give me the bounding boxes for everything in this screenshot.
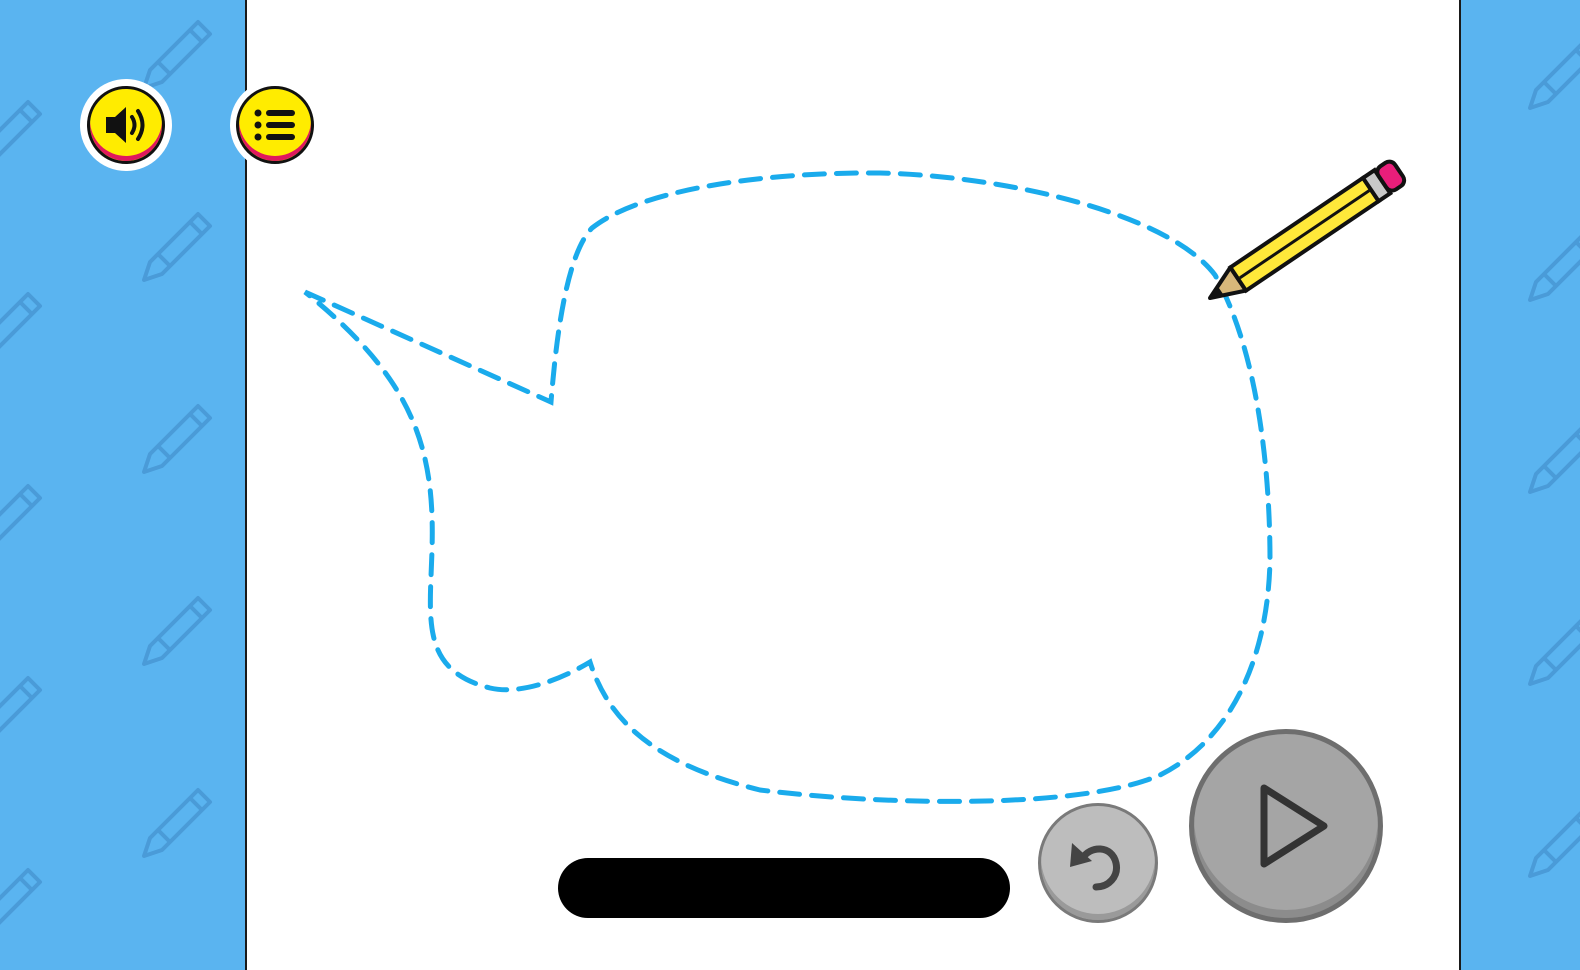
play-button[interactable] — [1189, 729, 1383, 923]
speaker-volume-icon — [106, 107, 145, 143]
sound-button-face — [87, 86, 165, 164]
menu-button[interactable] — [230, 80, 320, 170]
list-menu-icon — [254, 109, 295, 141]
sound-button[interactable] — [80, 79, 172, 171]
pencil-icon[interactable] — [1202, 159, 1407, 310]
progress-bar — [558, 858, 1010, 918]
undo-arrow-icon — [1070, 843, 1120, 891]
play-triangle-icon — [1260, 784, 1328, 868]
menu-button-face — [236, 86, 314, 164]
trace-path[interactable] — [303, 170, 1273, 804]
undo-button[interactable] — [1038, 803, 1158, 923]
